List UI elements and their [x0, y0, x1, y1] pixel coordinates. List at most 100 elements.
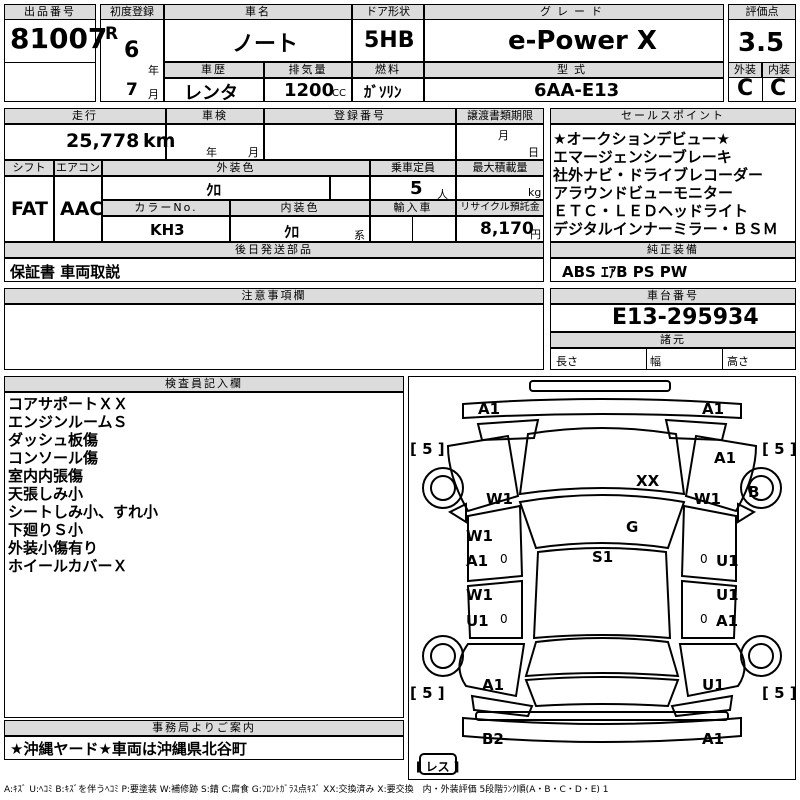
displacement-box — [264, 78, 352, 102]
first-reg-header: 初度登録 — [100, 4, 164, 20]
lot-number: 81007 — [10, 22, 108, 55]
std-equip: ABS ｴｱB PS PW — [562, 263, 688, 281]
door-type: 5HB — [364, 28, 415, 53]
import-box — [370, 216, 456, 242]
capacity: 5 — [410, 178, 423, 199]
maxload-box — [456, 176, 544, 200]
zero-rr: 0 — [700, 612, 708, 626]
import-box-split — [412, 216, 413, 242]
grade-split — [762, 78, 763, 102]
model-box — [424, 78, 724, 102]
mark-bumper-rr: A1 — [702, 730, 725, 748]
person-unit: 人 — [437, 188, 448, 201]
mark-fender-right: A1 — [714, 449, 737, 467]
sales-point-header: セールスポイント — [550, 108, 796, 124]
mark-wheel-fr: W1 — [694, 490, 721, 508]
ext-color: ｸﾛ — [206, 181, 222, 199]
lot-header: 出品番号 — [4, 4, 96, 20]
year-unit: 年 — [148, 64, 159, 77]
chassis-header: 車台番号 — [550, 288, 796, 304]
model-header: 型式 — [424, 62, 724, 78]
history: レンタ — [184, 83, 238, 104]
sales-point-box — [550, 124, 796, 242]
office-box — [4, 736, 404, 760]
tire-rl: [ 5 ] — [410, 684, 445, 702]
int-color-box — [230, 216, 370, 242]
zero-rl: 0 — [500, 612, 508, 626]
yen-unit: 円 — [530, 228, 541, 241]
sales-point-6: デジタルインナーミラー・ＢＳＭ — [553, 220, 778, 238]
mark-bumper-rl: B2 — [482, 730, 504, 748]
ext-color-header: 外装色 — [102, 160, 370, 176]
grade: e-Power X — [508, 26, 657, 56]
capacity-header: 乗車定員 — [370, 160, 456, 176]
color-no: KH3 — [150, 221, 185, 239]
inspection-year: 年 — [206, 146, 217, 159]
inspection-box — [166, 124, 264, 160]
fuel-header: 燃料 — [352, 62, 424, 78]
spare-tire: [ レス ] — [416, 760, 460, 774]
recycle: 8,170 — [480, 219, 534, 239]
exterior-header: 外装 — [728, 62, 762, 78]
zero-fr: 0 — [700, 552, 708, 566]
mark-door-l1-a: A1 — [466, 552, 489, 570]
history-box — [164, 78, 264, 102]
zero-fl: 0 — [500, 552, 508, 566]
interior-grade: C — [770, 76, 787, 101]
aircon-box — [54, 176, 102, 242]
recycle-header: リサイクル預託金 — [456, 200, 544, 216]
fuel-box — [352, 78, 424, 102]
inspection-header: 車検 — [166, 108, 264, 124]
mark-door-r2-a: A1 — [716, 612, 739, 630]
mark-roof: S1 — [592, 548, 614, 566]
notes-header: 注意事項欄 — [4, 288, 544, 304]
door-header: ドア形状 — [352, 4, 424, 20]
mark-door-r2-u: U1 — [716, 586, 739, 604]
inspector-note-1: コアサポートＸＸ — [8, 395, 129, 413]
office-header: 事務局よりご案内 — [4, 720, 404, 736]
reg-year: 6 — [124, 38, 140, 63]
recycle-box — [456, 216, 544, 242]
era: R — [105, 24, 119, 44]
mark-door-r1: U1 — [716, 552, 739, 570]
inspection-month: 月 — [248, 146, 259, 159]
spec-length: 長さ — [556, 355, 578, 368]
color-no-header: カラーNo. — [102, 200, 230, 216]
inspector-note-3: ダッシュ板傷 — [8, 431, 99, 449]
ext-color-box2 — [330, 176, 370, 200]
mark-door-l1-w: W1 — [466, 527, 493, 545]
parts-box — [4, 258, 544, 282]
spec-height: 高さ — [727, 355, 749, 368]
sales-point-3: 社外ナビ・ドライブレコーダー — [553, 166, 764, 184]
mark-wheel-fl: W1 — [486, 490, 513, 508]
chassis-number: E13-295934 — [612, 305, 759, 330]
specs-split1 — [646, 348, 647, 370]
transfer-box — [456, 124, 544, 160]
chassis-box — [550, 304, 796, 332]
transfer-day: 日 — [528, 146, 539, 159]
reg-month: 7 — [126, 80, 138, 100]
tire-fr: [ 5 ] — [762, 440, 797, 458]
office-notice: ★沖縄ヤード★車両は沖縄県北谷町 — [10, 740, 247, 758]
shift-header: シフト — [4, 160, 54, 176]
model-code: 6AA-E13 — [534, 80, 620, 101]
spec-width: 幅 — [650, 355, 661, 368]
exterior-grade: C — [737, 76, 754, 101]
parts-header: 後日発送部品 — [4, 242, 544, 258]
month-unit: 月 — [148, 88, 159, 101]
tire-fl: [ 5 ] — [410, 440, 445, 458]
car-diagram — [419, 380, 782, 775]
inspector-note-9: 外装小傷有り — [8, 539, 99, 557]
aircon-header: エアコン — [54, 160, 102, 176]
grade-header: グレード — [424, 4, 724, 20]
mark-hood: XX — [636, 472, 660, 490]
sales-point-1: ★オークションデビュー★ — [553, 130, 730, 148]
mark-front-left: A1 — [478, 400, 501, 418]
car-name: ノート — [232, 32, 299, 57]
std-equip-header: 純正装備 — [550, 242, 796, 258]
specs-split2 — [722, 348, 723, 370]
displacement-header: 排気量 — [264, 62, 352, 78]
mark-door-l2-w: W1 — [466, 586, 493, 604]
history-header: 車歴 — [164, 62, 264, 78]
mark-door-l2-u: U1 — [466, 612, 489, 630]
